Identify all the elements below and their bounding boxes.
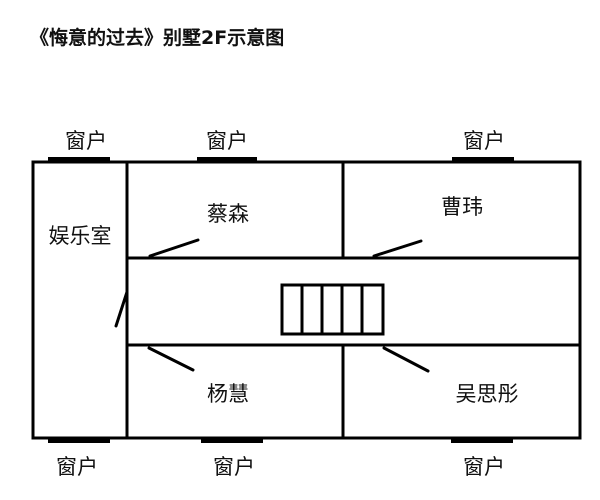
- room-label-entertainment: 娱乐室: [49, 224, 112, 248]
- staircase-outline: [280, 283, 385, 336]
- room-label-bottom-left: 杨慧: [207, 382, 249, 406]
- window-label-top-right: 窗户: [463, 129, 505, 153]
- window-label-top-left: 窗户: [65, 129, 107, 153]
- room-label-top-left: 蔡森: [207, 202, 249, 226]
- outer-wall: [31, 160, 582, 440]
- diagram-title: 《悔意的过去》别墅2F示意图: [30, 26, 284, 49]
- window-label-top-middle: 窗户: [206, 129, 248, 153]
- room-label-top-right: 曹玮: [441, 195, 483, 219]
- window-label-bottom-right: 窗户: [463, 455, 505, 479]
- door-top-right-room: [372, 239, 423, 258]
- room-label-bottom-right: 吴思彤: [456, 382, 519, 406]
- door-top-left-room: [148, 238, 200, 258]
- door-entertainment-room: [114, 290, 129, 328]
- window-label-bottom-middle: 窗户: [213, 455, 255, 479]
- staircase: [280, 283, 385, 336]
- door-bottom-left-room: [147, 346, 195, 372]
- window-label-bottom-left: 窗户: [56, 455, 98, 479]
- door-bottom-right-room: [382, 346, 430, 373]
